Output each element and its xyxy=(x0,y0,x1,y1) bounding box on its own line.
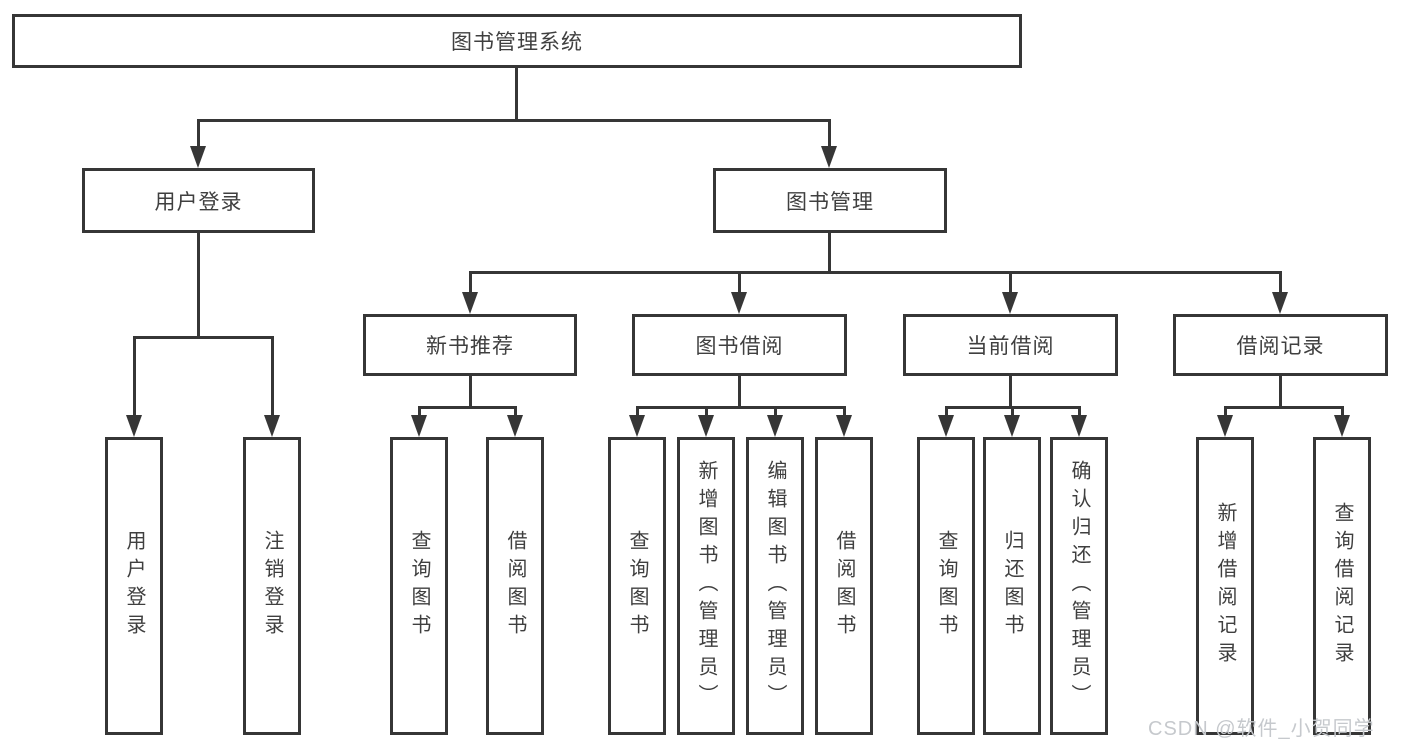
leaf-label: 注销登录 xyxy=(261,530,283,642)
node-book-management: 图书管理 xyxy=(713,168,947,233)
connector-line xyxy=(1009,271,1012,293)
leaf-query-books-current: 查询图书 xyxy=(917,437,975,735)
node-label: 借阅记录 xyxy=(1236,335,1325,358)
connector-line xyxy=(271,336,274,417)
arrow-down-icon xyxy=(126,415,142,437)
leaf-borrow-books-borrowing: 借阅图书 xyxy=(815,437,873,735)
connector-line xyxy=(1009,376,1012,409)
arrow-down-icon xyxy=(731,292,747,314)
connector-line xyxy=(774,406,777,417)
connector-line xyxy=(1224,406,1227,417)
connector-line xyxy=(738,376,741,409)
leaf-query-books-recommend: 查询图书 xyxy=(390,437,448,735)
leaf-label: 借阅图书 xyxy=(833,530,855,642)
connector-line xyxy=(1279,271,1282,293)
connector-line xyxy=(515,68,518,121)
connector-line xyxy=(418,406,421,417)
arrow-down-icon xyxy=(1004,415,1020,437)
node-library-system-root: 图书管理系统 xyxy=(12,14,1022,68)
leaf-label: 查询图书 xyxy=(935,530,957,642)
leaf-label: 新增借阅记录 xyxy=(1214,502,1236,670)
arrow-down-icon xyxy=(821,146,837,168)
arrow-down-icon xyxy=(698,415,714,437)
connector-line xyxy=(1279,376,1282,409)
arrow-down-icon xyxy=(767,415,783,437)
node-book-borrowing: 图书借阅 xyxy=(632,314,847,376)
arrow-down-icon xyxy=(629,415,645,437)
arrow-down-icon xyxy=(1334,415,1350,437)
arrow-down-icon xyxy=(411,415,427,437)
connector-line xyxy=(828,233,831,273)
connector-line xyxy=(133,336,274,339)
leaf-user-login: 用户登录 xyxy=(105,437,163,735)
node-current-borrowing: 当前借阅 xyxy=(903,314,1118,376)
arrow-down-icon xyxy=(938,415,954,437)
leaf-logout: 注销登录 xyxy=(243,437,301,735)
leaf-label: 借阅图书 xyxy=(504,530,526,642)
connector-line xyxy=(945,406,948,417)
leaf-label: 查询图书 xyxy=(626,530,648,642)
node-label: 图书管理系统 xyxy=(451,31,583,54)
connector-line xyxy=(1224,406,1344,409)
connector-line xyxy=(1341,406,1344,417)
connector-line xyxy=(738,271,741,293)
csdn-watermark: CSDN @软件_小贺同学 xyxy=(1148,718,1375,740)
node-user-login: 用户登录 xyxy=(82,168,315,233)
node-label: 用户登录 xyxy=(154,190,243,214)
node-borrowing-records: 借阅记录 xyxy=(1173,314,1388,376)
leaf-query-borrow-record: 查询借阅记录 xyxy=(1313,437,1371,735)
leaf-query-books-borrowing: 查询图书 xyxy=(608,437,666,735)
leaf-label: 用户登录 xyxy=(123,530,145,642)
arrow-down-icon xyxy=(462,292,478,314)
arrow-down-icon xyxy=(836,415,852,437)
leaf-borrow-books-recommend: 借阅图书 xyxy=(486,437,544,735)
arrow-down-icon xyxy=(1002,292,1018,314)
connector-line xyxy=(705,406,708,417)
arrow-down-icon xyxy=(264,415,280,437)
leaf-add-borrow-record: 新增借阅记录 xyxy=(1196,437,1254,735)
connector-line xyxy=(197,119,831,122)
connector-line xyxy=(469,271,1282,274)
connector-line xyxy=(636,406,846,409)
connector-line xyxy=(469,376,472,409)
node-label: 新书推荐 xyxy=(426,335,514,358)
leaf-label: 编辑图书（管理员） xyxy=(764,460,786,712)
leaf-label: 新增图书（管理员） xyxy=(695,460,717,712)
leaf-label: 归还图书 xyxy=(1001,530,1023,642)
arrow-down-icon xyxy=(1071,415,1087,437)
arrow-down-icon xyxy=(190,146,206,168)
node-new-book-recommend: 新书推荐 xyxy=(363,314,577,376)
leaf-label: 确认归还（管理员） xyxy=(1068,460,1090,712)
arrow-down-icon xyxy=(1272,292,1288,314)
leaf-return-book: 归还图书 xyxy=(983,437,1041,735)
connector-line xyxy=(469,271,472,293)
connector-line xyxy=(133,336,136,417)
connector-line xyxy=(418,406,517,409)
connector-line xyxy=(514,406,517,417)
arrow-down-icon xyxy=(507,415,523,437)
leaf-confirm-return-admin: 确认归还（管理员） xyxy=(1050,437,1108,735)
leaf-label: 查询图书 xyxy=(408,530,430,642)
node-label: 图书借阅 xyxy=(695,335,784,358)
connector-line xyxy=(828,119,831,148)
leaf-add-book-admin: 新增图书（管理员） xyxy=(677,437,735,735)
node-label: 图书管理 xyxy=(786,190,874,214)
arrow-down-icon xyxy=(1217,415,1233,437)
connector-line xyxy=(1011,406,1014,417)
connector-line xyxy=(1078,406,1081,417)
connector-line xyxy=(636,406,639,417)
leaf-label: 查询借阅记录 xyxy=(1331,502,1353,670)
leaf-edit-book-admin: 编辑图书（管理员） xyxy=(746,437,804,735)
connector-line xyxy=(843,406,846,417)
node-label: 当前借阅 xyxy=(966,335,1055,358)
connector-line xyxy=(197,233,200,338)
connector-line xyxy=(197,119,200,148)
